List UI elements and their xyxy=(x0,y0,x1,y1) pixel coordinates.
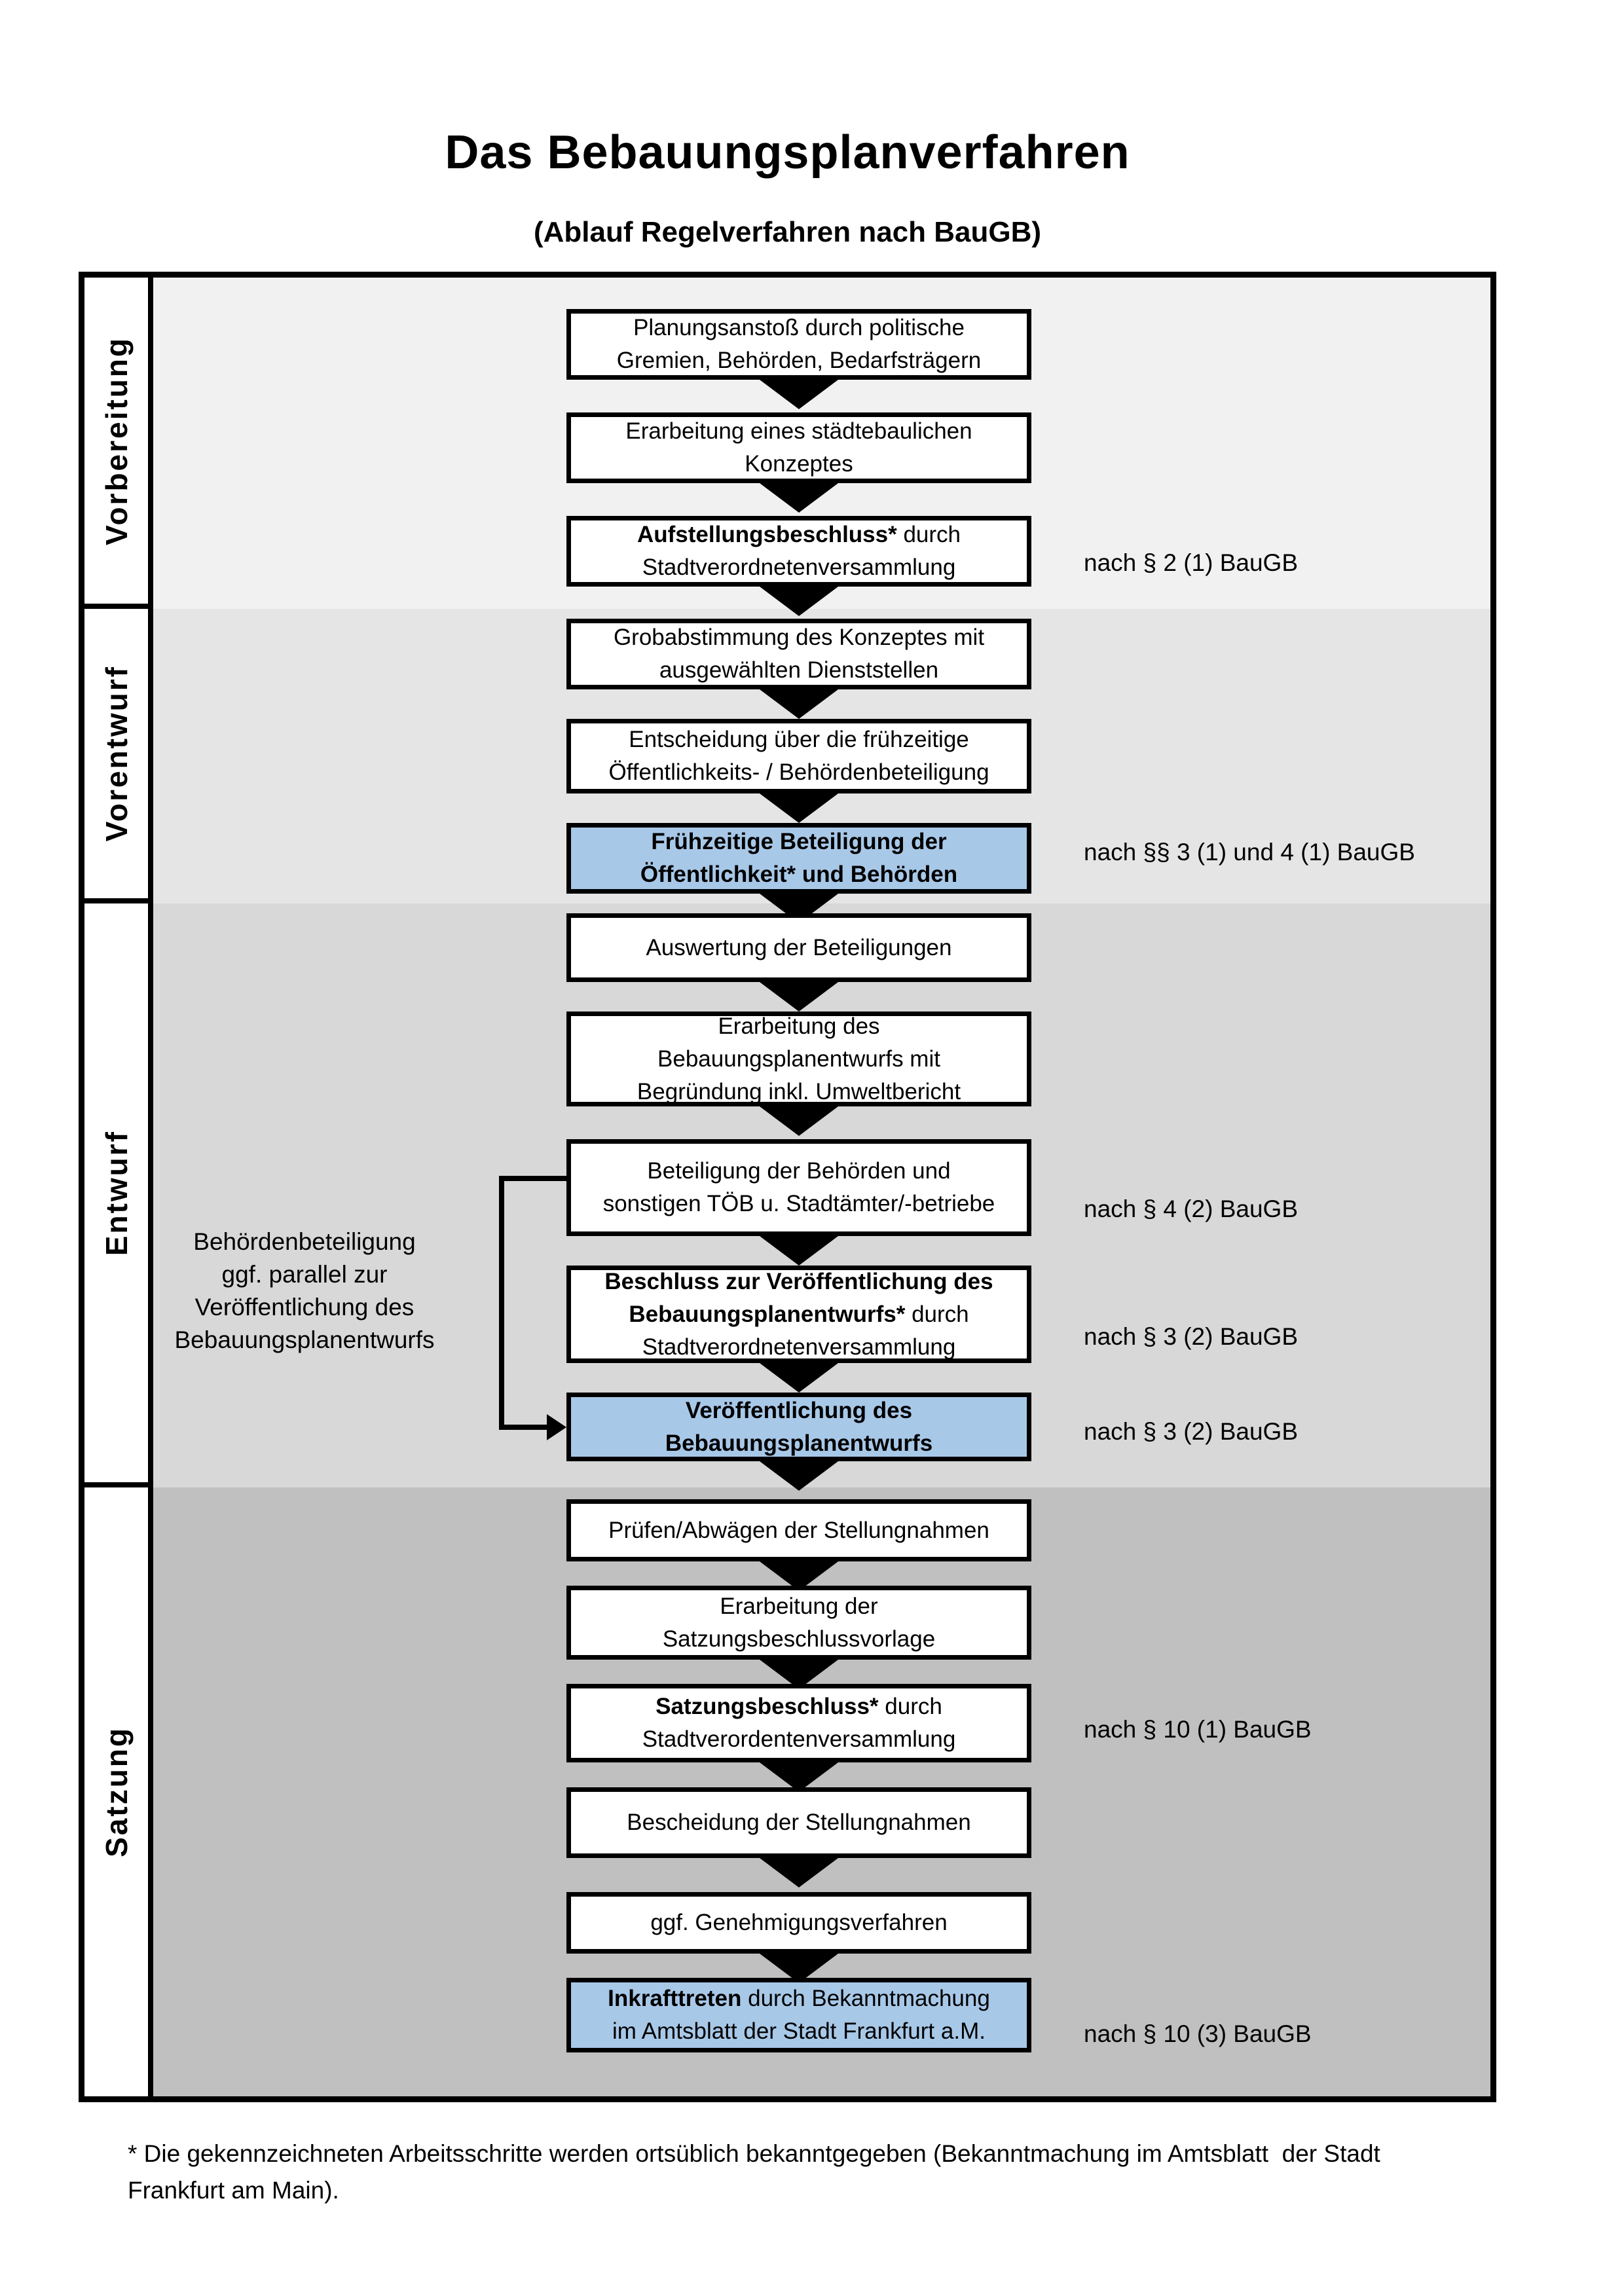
flow-step-satzungsvorlage: Erarbeitung der Satzungsbeschlussvorlage xyxy=(566,1586,1031,1660)
connector-elbow-top xyxy=(499,1176,566,1181)
connector-arrow-right-icon xyxy=(547,1414,566,1440)
down-arrow xyxy=(760,587,838,616)
flow-step-bescheidung: Bescheidung der Stellungnahmen xyxy=(566,1787,1031,1858)
flow-step-fruehzeitige-beteiligung: Frühzeitige Beteiligung der Öffentlichke… xyxy=(566,823,1031,894)
flow-step-pruefen-abwaegen: Prüfen/Abwägen der Stellungnahmen xyxy=(566,1499,1031,1561)
connector-elbow-bottom xyxy=(499,1425,548,1430)
down-arrow xyxy=(760,1858,838,1887)
down-arrow xyxy=(760,1106,838,1136)
diagram-frame xyxy=(79,272,1496,2102)
flow-step-konzept-erarbeitung: Erarbeitung eines städtebaulichen Konzep… xyxy=(566,412,1031,483)
legal-reference: nach § 10 (3) BauGB xyxy=(1084,2020,1312,2047)
phase-label-satzung: Satzung xyxy=(84,1487,153,2096)
legal-reference: nach § 4 (2) BauGB xyxy=(1084,1195,1299,1222)
legal-reference: nach § 10 (1) BauGB xyxy=(1084,1716,1312,1743)
phase-label-vorbereitung: Vorbereitung xyxy=(84,278,153,609)
flow-step-aufstellungsbeschluss: Aufstellungsbeschluss* durch Stadtverord… xyxy=(566,516,1031,587)
flow-step-grobabstimmung: Grobabstimmung des Konzeptes mit ausgewä… xyxy=(566,619,1031,689)
down-arrow xyxy=(760,1363,838,1393)
down-arrow xyxy=(760,1461,838,1491)
down-arrow xyxy=(760,689,838,719)
legal-reference: nach § 3 (2) BauGB xyxy=(1084,1418,1299,1445)
flow-step-behoerdenbeteiligung: Beteiligung der Behörden und sonstigen T… xyxy=(566,1139,1031,1236)
flow-step-entscheidung-beteiligung: Entscheidung über die frühzeitige Öffent… xyxy=(566,719,1031,793)
phase-label-vorentwurf: Vorentwurf xyxy=(84,609,153,903)
down-arrow xyxy=(760,793,838,823)
down-arrow xyxy=(760,380,838,409)
flow-step-satzungsbeschluss: Satzungsbeschluss* durch Stadtverordente… xyxy=(566,1684,1031,1762)
flow-step-genehmigungsverfahren: ggf. Genehmigungsverfahren xyxy=(566,1892,1031,1954)
down-arrow xyxy=(760,1762,838,1792)
down-arrow xyxy=(760,982,838,1011)
footnote: * Die gekennzeichneten Arbeitsschritte w… xyxy=(128,2140,1380,2204)
phase-label-entwurf: Entwurf xyxy=(84,903,153,1487)
legal-reference: nach § 3 (2) BauGB xyxy=(1084,1323,1299,1350)
down-arrow xyxy=(760,1236,838,1266)
legal-reference: nach § 2 (1) BauGB xyxy=(1084,549,1299,576)
flow-step-auswertung: Auswertung der Beteiligungen xyxy=(566,913,1031,982)
connector-elbow-vertical xyxy=(499,1176,504,1430)
legal-reference: nach §§ 3 (1) und 4 (1) BauGB xyxy=(1084,839,1415,866)
flow-step-inkrafttreten: Inkrafttreten durch Bekanntmachung im Am… xyxy=(566,1978,1031,2052)
flow-step-entwurf-erarbeitung: Erarbeitung des Bebauungsplanentwurfs mi… xyxy=(566,1011,1031,1106)
page-subtitle: (Ablauf Regelverfahren nach BauGB) xyxy=(533,216,1042,248)
down-arrow xyxy=(760,483,838,513)
flow-step-veroeffentlichungsbeschluss: Beschluss zur Veröffentlichung des Bebau… xyxy=(566,1266,1031,1363)
flow-step-planungsanstoss: Planungsanstoß durch politische Gremien,… xyxy=(566,309,1031,380)
page-title: Das Bebauungsplanverfahren xyxy=(445,126,1130,179)
flow-step-veroeffentlichung: Veröffentlichung des Bebauungsplanentwur… xyxy=(566,1393,1031,1461)
side-note-behoerdenbeteiligung: Behördenbeteiligung ggf. parallel zur Ve… xyxy=(174,1228,435,1353)
